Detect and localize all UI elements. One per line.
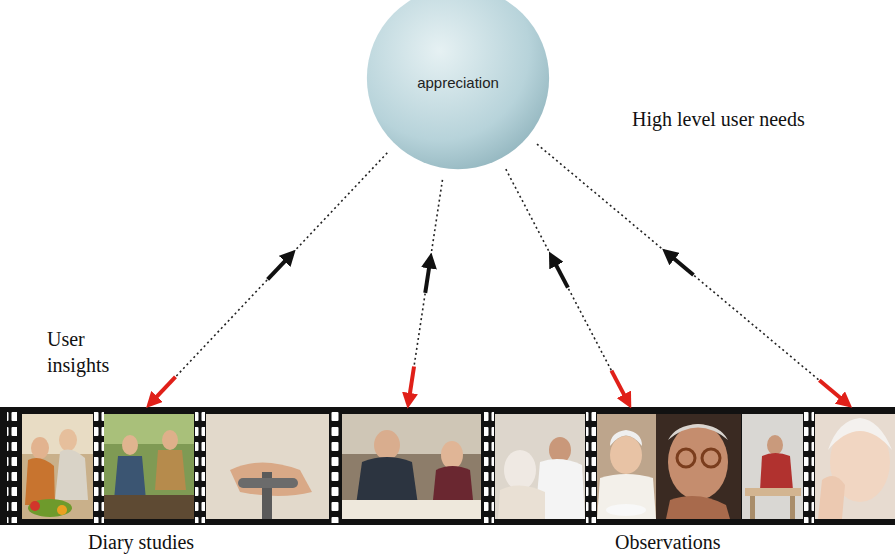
insight-link — [506, 169, 630, 406]
insight-link — [537, 144, 850, 406]
insight-link — [148, 153, 387, 406]
method-label: Diary studies — [88, 531, 194, 554]
need-circle: appreciation — [365, 0, 551, 171]
need-text: appreciation — [365, 74, 551, 91]
film-strip: Diary studies Observations — [0, 407, 895, 555]
method-label: Observations — [615, 531, 721, 554]
insight-label: User insights — [47, 326, 133, 378]
insight-link — [408, 180, 442, 406]
level-label: High level user needs — [632, 106, 882, 132]
